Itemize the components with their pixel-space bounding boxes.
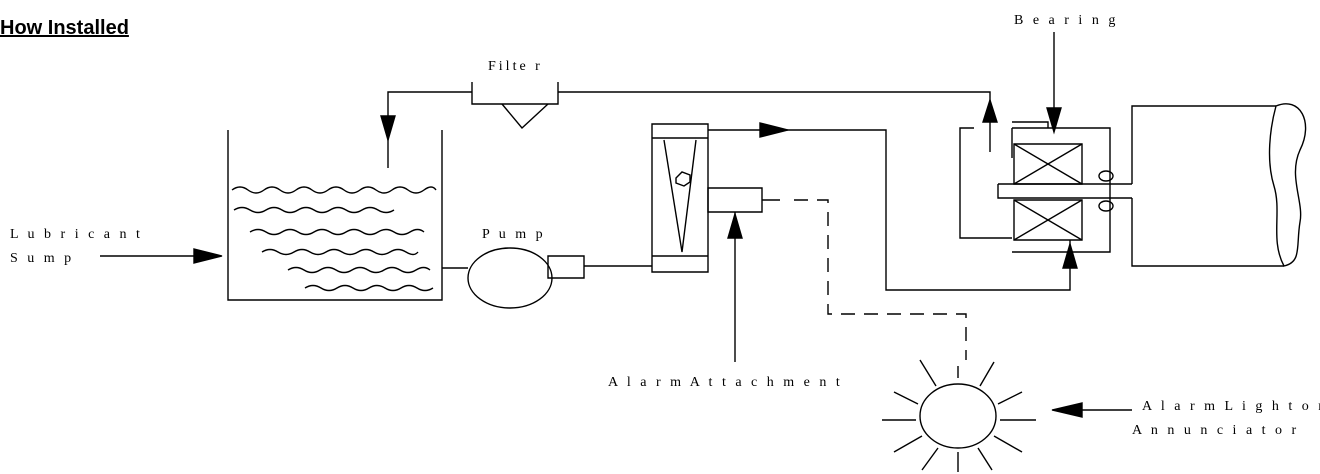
supply-line	[708, 123, 1077, 290]
alarm-attachment-label: A l a r m A t t a c h m e n t	[608, 375, 843, 390]
flow-meter	[652, 124, 708, 272]
alarm-light	[882, 360, 1036, 472]
filter-label: Filte r	[488, 59, 543, 74]
bearing-assembly	[960, 104, 1306, 266]
lubricant-label-line2: S u m p	[10, 251, 74, 266]
sump-inlet-arrow	[100, 249, 222, 263]
bearing-arrow	[1047, 32, 1061, 132]
diagram-heading: How Installed	[0, 17, 129, 39]
pump-label: P u m p	[482, 227, 546, 242]
filter	[472, 82, 558, 128]
lubricant-label-line1: L u b r i c a n t	[10, 227, 143, 242]
lubricant-sump-tank	[228, 130, 442, 300]
pump	[442, 248, 652, 308]
return-line	[381, 92, 997, 168]
alarm-signal-line	[794, 200, 966, 360]
bearing-label: B e a r i n g	[1014, 13, 1118, 28]
alarm-light-label-line2: A n n u n c i a t o r	[1132, 423, 1299, 438]
alarm-light-label-line1: A l a r m L i g h t o r	[1142, 399, 1320, 414]
alarm-attachment	[708, 188, 780, 362]
alarm-light-arrow	[1052, 403, 1132, 417]
